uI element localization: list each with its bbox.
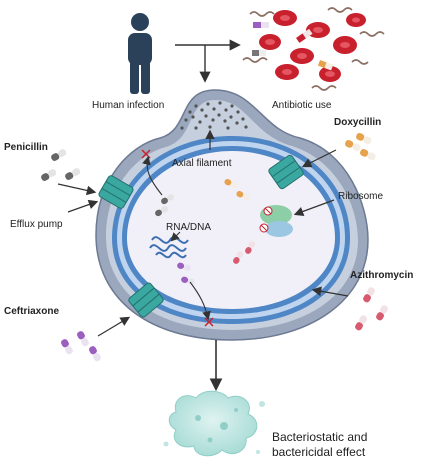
label-doxycillin: Doxycillin	[334, 117, 382, 128]
person-icon	[128, 13, 152, 94]
capsule-icon	[41, 132, 388, 362]
dna-icon	[149, 236, 189, 259]
label-efflux-pump: Efflux pump	[10, 219, 63, 230]
label-rna-dna: RNA/DNA	[166, 222, 212, 233]
label-ribosome: Ribosome	[338, 191, 384, 202]
label-penicillin: Penicillin	[4, 142, 48, 153]
axial-filament-icon	[180, 101, 248, 130]
label-azithromycin: Azithromycin	[350, 270, 414, 281]
label-effect: Bacteriostatic and bactericidal effect	[272, 430, 367, 460]
ribosome-icon	[259, 205, 293, 237]
blood-cells-icon	[242, 7, 385, 91]
label-effect-line2: bactericidal effect	[272, 445, 366, 459]
efflux-pump-icon	[98, 154, 304, 318]
bacterial-debris-icon	[163, 390, 265, 457]
bacterium-cell	[95, 89, 369, 341]
label-effect-line1: Bacteriostatic and	[272, 430, 368, 444]
label-human-infection: Human infection	[92, 100, 165, 111]
label-ceftriaxone: Ceftriaxone	[4, 306, 60, 317]
label-antibiotic-use: Antibiotic use	[272, 100, 332, 111]
label-axial-filament: Axial filament	[172, 158, 232, 169]
